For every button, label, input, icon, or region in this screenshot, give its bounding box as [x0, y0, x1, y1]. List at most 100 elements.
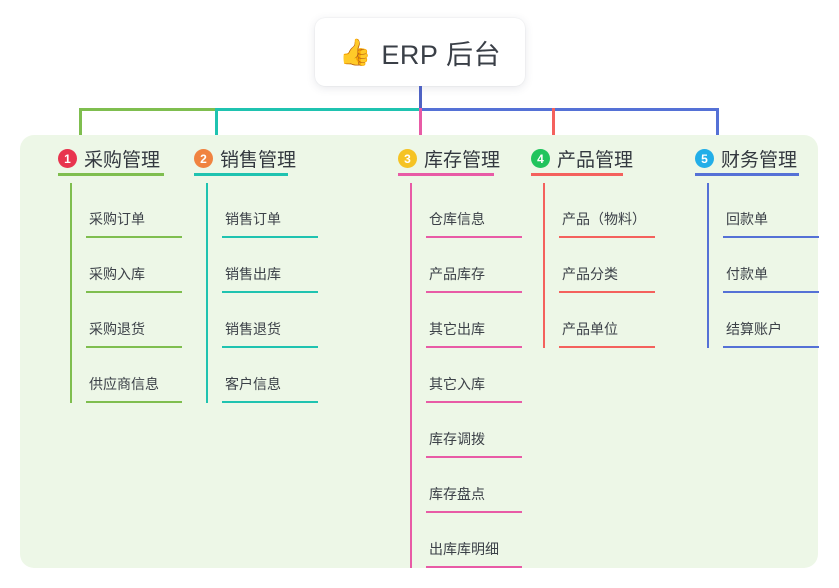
leaf-node[interactable]: 产品分类 — [559, 238, 655, 293]
leaf-node-rule — [426, 236, 522, 238]
column-item-list: 回款单付款单结算账户 — [707, 183, 819, 348]
connector-bus-segment-3 — [419, 108, 716, 111]
leaf-node[interactable]: 客户信息 — [222, 348, 318, 403]
leaf-node-rule — [426, 511, 522, 513]
column-header[interactable]: 2 销售管理 — [194, 145, 296, 172]
leaf-node[interactable]: 回款单 — [723, 183, 819, 238]
column-number-badge: 5 — [695, 149, 714, 168]
leaf-node-rule — [86, 236, 182, 238]
leaf-node-rule — [559, 236, 655, 238]
leaf-node-label: 采购入库 — [89, 266, 145, 282]
column-header-rule — [58, 173, 164, 176]
leaf-node-label: 销售订单 — [225, 211, 281, 227]
leaf-node-rule — [86, 346, 182, 348]
column-spine — [543, 183, 545, 348]
leaf-node-label: 产品库存 — [429, 266, 485, 282]
column-header-rule — [398, 173, 494, 176]
leaf-node[interactable]: 销售出库 — [222, 238, 318, 293]
column-header-rule — [531, 173, 623, 176]
root-node-title: ERP 后台 — [381, 39, 501, 70]
column-title: 采购管理 — [84, 150, 161, 171]
column-number-badge: 2 — [194, 149, 213, 168]
leaf-node[interactable]: 产品单位 — [559, 293, 655, 348]
leaf-node-label: 供应商信息 — [89, 376, 159, 392]
leaf-node-rule — [222, 346, 318, 348]
leaf-node-label: 采购订单 — [89, 211, 145, 227]
leaf-node[interactable]: 其它出库 — [426, 293, 522, 348]
leaf-node-rule — [426, 566, 522, 568]
leaf-node[interactable]: 销售订单 — [222, 183, 318, 238]
column-header-rule — [695, 173, 799, 176]
leaf-node[interactable]: 库存盘点 — [426, 458, 522, 513]
leaf-node-rule — [222, 401, 318, 403]
column-title: 产品管理 — [557, 150, 634, 171]
leaf-node-label: 销售出库 — [225, 266, 281, 282]
leaf-node[interactable]: 采购退货 — [86, 293, 182, 348]
leaf-node-label: 出库库明细 — [429, 541, 499, 557]
column-spine — [410, 183, 412, 568]
leaf-node[interactable]: 销售退货 — [222, 293, 318, 348]
leaf-node-rule — [86, 401, 182, 403]
leaf-node-label: 付款单 — [726, 266, 768, 282]
column-item-list: 仓库信息产品库存其它出库其它入库库存调拨库存盘点出库库明细 — [410, 183, 522, 568]
leaf-node-rule — [559, 346, 655, 348]
column-title: 库存管理 — [424, 150, 501, 171]
leaf-node-rule — [426, 346, 522, 348]
column-spine — [70, 183, 72, 403]
leaf-node-label: 仓库信息 — [429, 211, 485, 227]
leaf-node-label: 库存盘点 — [429, 486, 485, 502]
leaf-node-label: 销售退货 — [225, 321, 281, 337]
column-number-badge: 1 — [58, 149, 77, 168]
leaf-node-label: 结算账户 — [726, 321, 782, 337]
leaf-node[interactable]: 结算账户 — [723, 293, 819, 348]
column-spine — [707, 183, 709, 348]
leaf-node-rule — [222, 236, 318, 238]
leaf-node-rule — [559, 291, 655, 293]
column-spine — [206, 183, 208, 403]
leaf-node-label: 库存调拨 — [429, 431, 485, 447]
connector-bus-segment-1 — [79, 108, 215, 111]
leaf-node[interactable]: 产品库存 — [426, 238, 522, 293]
root-node-erp-backend[interactable]: 👍 ERP 后台 — [315, 18, 525, 86]
leaf-node[interactable]: 其它入库 — [426, 348, 522, 403]
column-header[interactable]: 5 财务管理 — [695, 145, 797, 172]
thumbs-up-icon: 👍 — [339, 37, 372, 67]
leaf-node-rule — [723, 236, 819, 238]
column-header[interactable]: 3 库存管理 — [398, 145, 500, 172]
column-item-list: 产品（物料） 产品分类产品单位 — [543, 183, 655, 348]
leaf-node[interactable]: 采购订单 — [86, 183, 182, 238]
leaf-node-label: 其它出库 — [429, 321, 485, 337]
leaf-node[interactable]: 出库库明细 — [426, 513, 522, 568]
column-header[interactable]: 1 采购管理 — [58, 145, 160, 172]
leaf-node-rule — [222, 291, 318, 293]
column-title: 销售管理 — [220, 150, 297, 171]
leaf-node-rule — [426, 401, 522, 403]
column-item-list: 销售订单销售出库销售退货客户信息 — [206, 183, 318, 403]
leaf-node-rule — [426, 456, 522, 458]
leaf-node[interactable]: 采购入库 — [86, 238, 182, 293]
leaf-node[interactable]: 供应商信息 — [86, 348, 182, 403]
leaf-node-label: 客户信息 — [225, 376, 281, 392]
leaf-node-rule — [86, 291, 182, 293]
leaf-node[interactable]: 付款单 — [723, 238, 819, 293]
connector-bus-segment-2 — [215, 108, 420, 111]
column-item-list: 采购订单采购入库采购退货供应商信息 — [70, 183, 182, 403]
leaf-node-label: 产品分类 — [562, 266, 618, 282]
connector-root-drop — [419, 86, 422, 111]
leaf-node-rule — [723, 346, 819, 348]
branches-panel — [20, 135, 818, 568]
leaf-node-rule — [426, 291, 522, 293]
column-title: 财务管理 — [721, 150, 798, 171]
leaf-node[interactable]: 产品（物料） — [559, 183, 655, 238]
leaf-node-label: 回款单 — [726, 211, 768, 227]
leaf-node-label: 产品（物料） — [562, 211, 646, 227]
column-header-rule — [194, 173, 288, 176]
leaf-node-label: 其它入库 — [429, 376, 485, 392]
leaf-node-rule — [723, 291, 819, 293]
leaf-node[interactable]: 库存调拨 — [426, 403, 522, 458]
column-number-badge: 3 — [398, 149, 417, 168]
leaf-node[interactable]: 仓库信息 — [426, 183, 522, 238]
leaf-node-label: 产品单位 — [562, 321, 618, 337]
